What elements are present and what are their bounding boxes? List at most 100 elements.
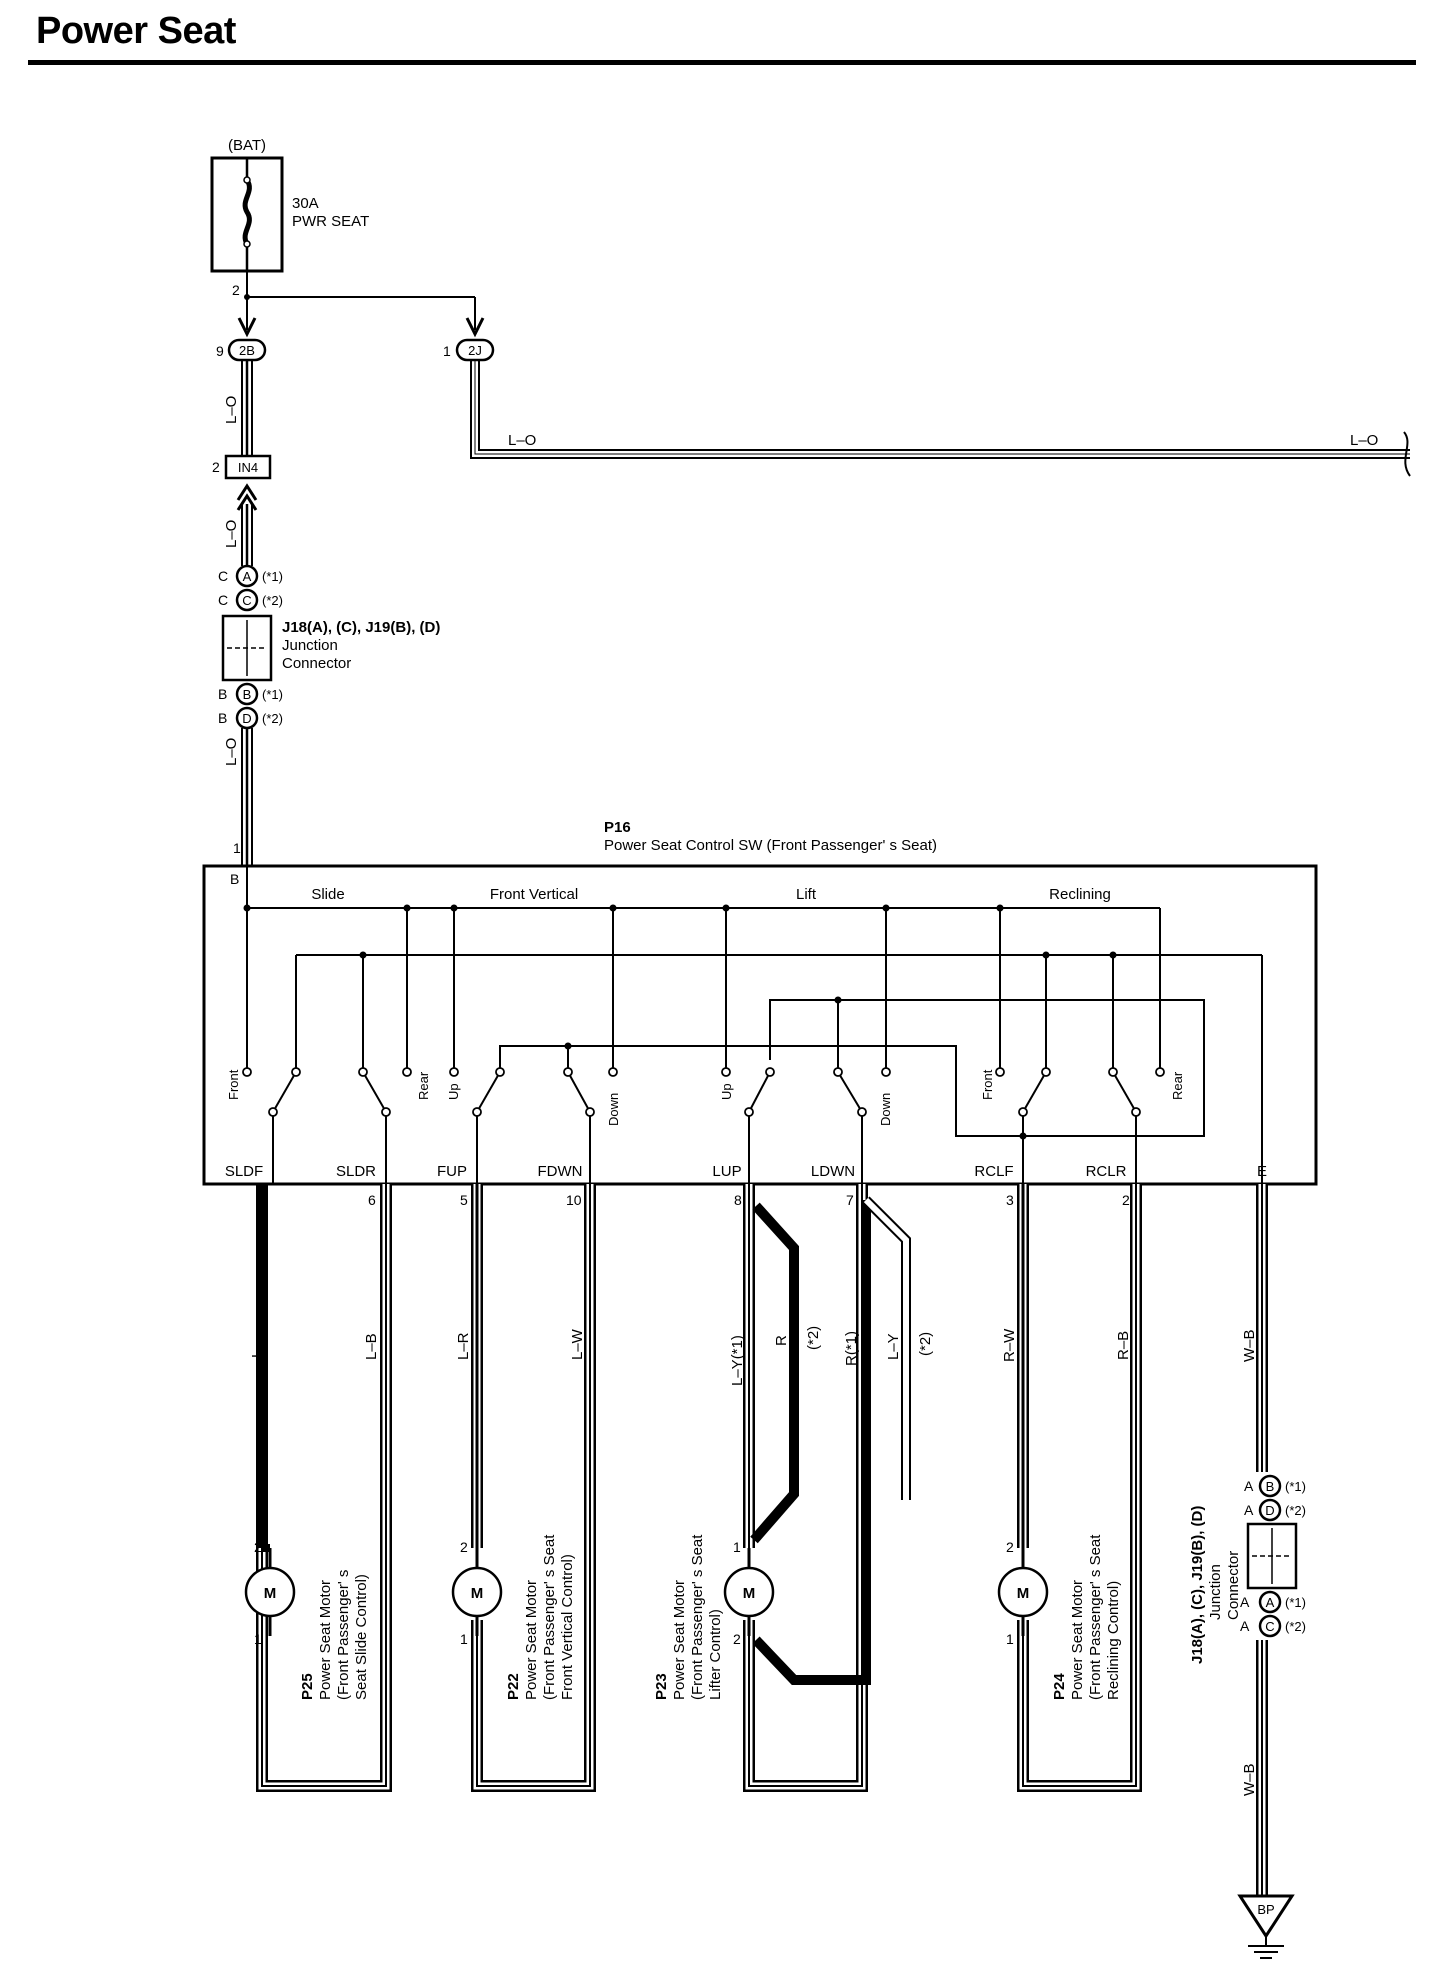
motor-p24-m: M bbox=[1017, 1585, 1030, 1602]
motor-p23-line2: (Front Passenger' s Seat bbox=[689, 1534, 706, 1700]
wire-label-lw: L–W bbox=[569, 1328, 586, 1360]
junction-bottom bbox=[1246, 1474, 1298, 1638]
junction-top-note-2: (*2) bbox=[262, 593, 283, 608]
junction-bottom-note-2: (*2) bbox=[1285, 1503, 1306, 1518]
junction-bottom-note-1: (*1) bbox=[1285, 1479, 1306, 1494]
motor-p25 bbox=[244, 1544, 296, 1636]
contact-rear-2: Rear bbox=[1170, 1071, 1185, 1100]
junction-bottom-letter-2: D bbox=[1265, 1503, 1274, 1518]
switch-box bbox=[202, 864, 1318, 1186]
terminal-pin-3: 3 bbox=[1006, 1192, 1014, 1208]
ground-icon bbox=[1237, 1894, 1295, 1959]
junction-bottom-name-3: Connector bbox=[1225, 1551, 1242, 1620]
junction-top-letter-3: B bbox=[243, 687, 252, 702]
wire-break-icon bbox=[1403, 431, 1411, 477]
wire-lo-label-3: L–O bbox=[223, 396, 240, 424]
junction-top-note-4: (*2) bbox=[262, 711, 283, 726]
connector-2b-id: 2B bbox=[239, 343, 255, 358]
junction-bottom-letter-4: C bbox=[1265, 1619, 1274, 1634]
motor-p24-line1: Power Seat Motor bbox=[1069, 1580, 1086, 1700]
motor-p25-line2: (Front Passenger' s bbox=[335, 1570, 352, 1700]
ground-label: BP bbox=[1257, 1902, 1274, 1917]
junction-bottom-name-1: J18(A), (C), J19(B), (D) bbox=[1189, 1506, 1206, 1664]
wire-lo-vertical-1 bbox=[241, 360, 253, 456]
junction-bottom-pin-3: A bbox=[1240, 1594, 1250, 1610]
junction-bottom-pin-1: A bbox=[1244, 1478, 1254, 1494]
wire-slide bbox=[256, 1184, 392, 1792]
wire-reclining bbox=[1017, 1184, 1142, 1792]
junction-top-letter-1: A bbox=[243, 569, 252, 584]
motor-p22 bbox=[451, 1548, 503, 1636]
terminal-fup: FUP bbox=[437, 1163, 467, 1180]
group-front-vertical: Front Vertical bbox=[490, 886, 578, 903]
motor-p23-line1: Power Seat Motor bbox=[671, 1580, 688, 1700]
contact-rear-1: Rear bbox=[416, 1071, 431, 1100]
contact-up-1: Up bbox=[446, 1083, 461, 1100]
terminal-pin-5: 5 bbox=[460, 1192, 468, 1208]
wire-label-lb: L–B bbox=[363, 1333, 380, 1360]
contact-up-2: Up bbox=[719, 1083, 734, 1100]
terminal-sldr: SLDR bbox=[336, 1163, 376, 1180]
motor-p25-m: M bbox=[264, 1585, 277, 1602]
junction-bottom-pin-2: A bbox=[1244, 1502, 1254, 1518]
wire-lo-label-5: L–O bbox=[223, 738, 240, 766]
wire-lo-label-2: L–O bbox=[1350, 432, 1378, 449]
connector-in4-pin: 2 bbox=[212, 459, 220, 475]
motor-p25-line1: Power Seat Motor bbox=[317, 1580, 334, 1700]
motor-p24 bbox=[997, 1548, 1049, 1636]
page-title: Power Seat bbox=[36, 10, 236, 52]
connector-2j-id: 2J bbox=[468, 343, 482, 358]
motor-p25-top-pin: 2 bbox=[254, 1539, 262, 1555]
wire-label-s2b: (*2) bbox=[917, 1332, 934, 1356]
switch-id: P16 bbox=[604, 819, 631, 836]
terminal-pin-10: 10 bbox=[566, 1192, 582, 1208]
fuse-source-label: (BAT) bbox=[228, 137, 266, 154]
fuse-name: PWR SEAT bbox=[292, 213, 369, 230]
motor-p23 bbox=[723, 1548, 775, 1636]
contact-down-1: Down bbox=[606, 1093, 621, 1126]
connector-2j-pin: 1 bbox=[443, 343, 451, 359]
terminal-pin-6: 6 bbox=[368, 1192, 376, 1208]
switch-b-label: B bbox=[230, 871, 239, 887]
motor-p24-id: P24 bbox=[1051, 1673, 1068, 1700]
contact-front-1: Front bbox=[226, 1069, 241, 1100]
junction-bottom-note-4: (*2) bbox=[1285, 1619, 1306, 1634]
junction-top-letter-4: D bbox=[242, 711, 251, 726]
switch-input-pin: 1 bbox=[233, 840, 241, 856]
connector-2b-pin: 9 bbox=[216, 343, 224, 359]
terminal-ldwn: LDWN bbox=[811, 1163, 855, 1180]
terminal-pin-8: 8 bbox=[734, 1192, 742, 1208]
wire-label-s2a: (*2) bbox=[805, 1326, 822, 1350]
connector-in4-id: IN4 bbox=[238, 460, 258, 475]
fuse-rating: 30A bbox=[292, 195, 319, 212]
terminal-rclr: RCLR bbox=[1086, 1163, 1127, 1180]
motor-p22-line2: (Front Passenger' s Seat bbox=[541, 1534, 558, 1700]
motor-p25-id: P25 bbox=[299, 1673, 316, 1700]
wire-lo-vertical-2 bbox=[241, 504, 253, 566]
wire-lo-right bbox=[470, 360, 1410, 459]
wire-label-rw: R–W bbox=[1001, 1328, 1018, 1362]
terminal-fdwn: FDWN bbox=[538, 1163, 583, 1180]
junction-bottom-letter-3: A bbox=[1266, 1595, 1275, 1610]
group-reclining: Reclining bbox=[1049, 886, 1111, 903]
junction-top-pin-3: B bbox=[218, 686, 227, 702]
junction-bottom-pin-4: A bbox=[1240, 1618, 1250, 1634]
junction-bottom-name-2: Junction bbox=[1207, 1564, 1224, 1620]
motor-p23-m: M bbox=[743, 1585, 756, 1602]
junction-top-note-1: (*1) bbox=[262, 569, 283, 584]
title-rule bbox=[28, 60, 1416, 65]
motor-p23-id: P23 bbox=[653, 1673, 670, 1700]
junction-bottom-note-3: (*1) bbox=[1285, 1595, 1306, 1610]
motor-p22-line1: Power Seat Motor bbox=[523, 1580, 540, 1700]
group-lift: Lift bbox=[796, 886, 817, 903]
arrow-2b-icon bbox=[237, 317, 257, 338]
wire-label-rb: R–B bbox=[1115, 1331, 1132, 1360]
terminal-rclf: RCLF bbox=[974, 1163, 1013, 1180]
fuse-pin: 2 bbox=[232, 282, 240, 298]
motor-p25-line3: Seat Slide Control) bbox=[353, 1574, 370, 1700]
wire-label-ly1: L–Y(*1) bbox=[729, 1335, 746, 1386]
connector-in4 bbox=[224, 454, 272, 480]
wire-label-lr: L–R bbox=[455, 1332, 472, 1360]
terminal-lup: LUP bbox=[712, 1163, 741, 1180]
wire-label-wb-1: W–B bbox=[1241, 1329, 1258, 1362]
